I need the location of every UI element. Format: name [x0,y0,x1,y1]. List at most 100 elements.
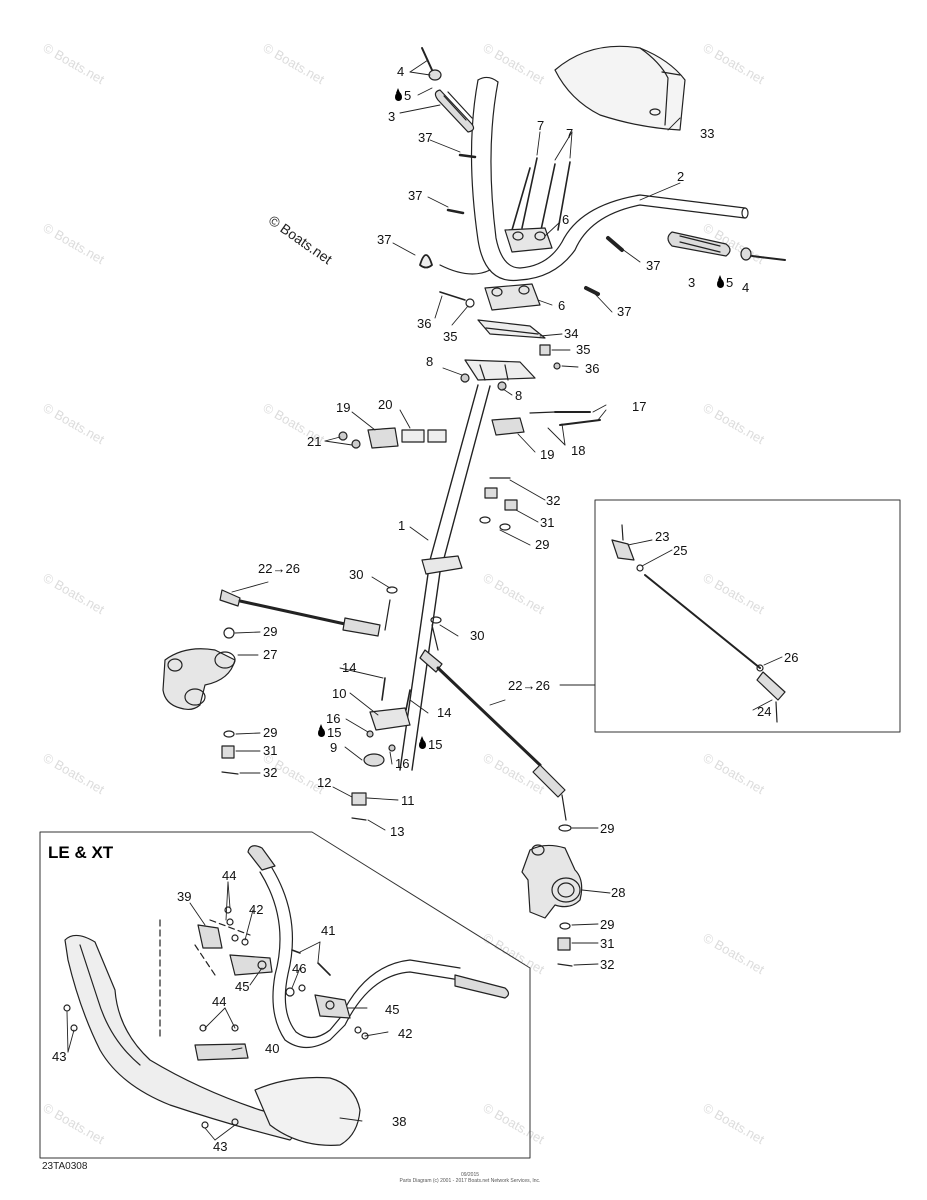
lower-bearing-assembly [351,586,442,821]
part-label-22-26: 22→26 [258,561,300,576]
washer-part-35 [465,298,475,308]
part-label-22-26: 22→26 [508,678,550,693]
part-label-29: 29 [263,624,278,639]
part-label-31: 31 [263,743,278,758]
part-label-16: 16 [326,711,341,726]
part-label-15: 15 [428,737,443,752]
part-label-44: 44 [222,868,237,883]
part-label-3: 3 [688,275,696,290]
part-label-37: 37 [617,304,632,319]
part-label-44: 44 [212,994,227,1009]
part-label-43: 43 [213,1139,228,1154]
footer-copyright: Parts Diagram (c) 2001 - 2017 Boats.net … [399,1178,541,1184]
part-label-41: 41 [321,923,336,938]
part-label-10: 10 [332,686,347,701]
right-spindle-part-28 [521,844,583,919]
part-label-14: 14 [437,705,452,720]
part-label-36: 36 [417,316,432,331]
part-label-31: 31 [600,936,615,951]
part-label-32: 32 [263,765,278,780]
part-label-37: 37 [646,258,661,273]
part-label-30: 30 [470,628,485,643]
steering-column-part-1 [399,384,491,771]
screw-part-36 [439,291,466,301]
part-label-21: 21 [307,434,322,449]
part-label-45: 45 [235,979,250,994]
handlebar-part-2 [470,76,749,282]
part-label-11: 11 [401,793,415,808]
part-label-2: 2 [677,169,685,184]
part-label-38: 38 [392,1114,407,1129]
part-label-37: 37 [418,130,433,145]
part-label-9: 9 [330,740,338,755]
nut-part-8 [497,381,507,391]
part-label-5: 5 [404,88,412,103]
clip-arrow [439,264,491,275]
part-label-25: 25 [673,543,688,558]
le-xt-inset-box [39,831,531,1159]
part-label-29: 29 [535,537,550,552]
screws-parts-41-42-43-44-46 [63,906,369,1129]
part-label-32: 32 [546,493,561,508]
inset-title: LE & XT [48,843,114,862]
part-label-7: 7 [537,118,545,133]
guard-brackets-part-39-40-45 [194,924,351,1061]
steering-support-parts-19-20-21 [338,411,601,449]
part-label-24: 24 [757,704,772,719]
right-grip-part-3 [667,231,786,261]
cotter-pin-part-32 [221,771,239,775]
part-label-6: 6 [558,298,566,313]
nut-part-31 [504,499,518,511]
part-label-37: 37 [408,188,423,203]
bracket-lower [464,359,536,381]
part-label-23: 23 [655,529,670,544]
nut-part-36 [553,362,561,370]
clip-part-37 [584,286,600,296]
part-label-42: 42 [398,1026,413,1041]
footer-date: 09/2015 [460,1172,480,1178]
washer-part-29 [499,523,511,531]
part-label-13: 13 [390,824,405,839]
part-label-29: 29 [600,821,615,836]
part-label-20: 20 [378,397,393,412]
handlebar-cover-part-33 [554,45,686,131]
lubricant-drop-icon [318,724,325,737]
part-label-43: 43 [52,1049,67,1064]
part-label-18: 18 [571,443,586,458]
lower-clamp-part-6 [484,283,541,311]
le-xt-handlebar [159,845,510,1049]
part-label-19: 19 [336,400,351,415]
drawing-code: 23TA0308 [42,1161,88,1172]
left-grip-part-3 [421,47,475,133]
part-label-39: 39 [177,889,192,904]
part-label-36: 36 [585,361,600,376]
part-label-4: 4 [742,280,750,295]
leader-lines [66,59,783,1141]
washer-part-29 [223,730,235,738]
lubricant-drop-icon [717,275,724,288]
part-label-31: 31 [540,515,555,530]
left-tie-rod-part-22 [219,589,391,637]
bracket-part-34 [477,319,546,339]
clip-part-37 [419,254,433,269]
part-label-34: 34 [564,326,579,341]
part-label-29: 29 [600,917,615,932]
part-label-33: 33 [700,126,715,141]
cotter-pin-part-32 [557,963,573,967]
part-label-30: 30 [349,567,364,582]
nut-part-8 [460,373,470,383]
part-label-32: 32 [600,957,615,972]
tie-rod-detail-box [594,499,901,733]
part-label-37: 37 [377,232,392,247]
part-label-45: 45 [385,1002,400,1017]
clip-part-37 [458,153,477,159]
bolts-part-7 [511,157,571,231]
part-label-5: 5 [726,275,734,290]
part-label-3: 3 [388,109,396,124]
part-label-17: 17 [632,399,647,414]
part-label-14: 14 [342,660,357,675]
hand-guard-right-part-38 [254,1076,361,1146]
part-label-1: 1 [398,518,406,533]
part-label-7: 7 [566,126,574,141]
